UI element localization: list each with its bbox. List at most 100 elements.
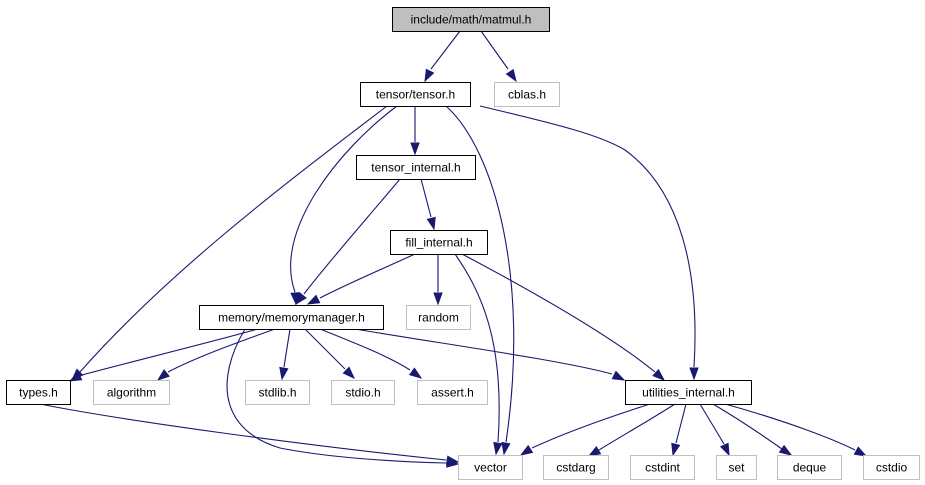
edge-fill-internal-to-memorymanager <box>306 253 416 305</box>
arrowhead <box>853 446 868 457</box>
arrowhead <box>689 367 699 381</box>
edge-line <box>303 178 401 295</box>
node-label: cstdio <box>876 461 908 475</box>
arrowhead <box>587 446 602 457</box>
node-label: fill_internal.h <box>405 236 472 250</box>
node-types[interactable]: types.h <box>6 380 71 405</box>
node-cstdint: cstdint <box>630 455 695 480</box>
node-box <box>93 380 170 405</box>
edge-tensor-to-types <box>70 105 388 382</box>
node-box <box>458 455 523 480</box>
arrowhead <box>501 441 511 456</box>
node-tensor[interactable]: tensor/tensor.h <box>360 82 471 107</box>
node-box <box>392 7 550 32</box>
edge-line <box>479 105 696 368</box>
node-label: set <box>728 461 745 475</box>
node-cstdarg: cstdarg <box>543 455 609 480</box>
node-box <box>356 155 476 180</box>
node-box <box>494 82 560 107</box>
edge-line <box>712 403 783 450</box>
arrowhead <box>519 444 534 456</box>
arrowhead <box>426 216 436 231</box>
arrowhead <box>295 292 307 306</box>
edge-utilities-internal-to-cstdint <box>671 403 687 457</box>
edge-memorymanager-to-stdio <box>304 328 356 380</box>
edge-line <box>454 253 500 443</box>
node-box <box>360 82 471 107</box>
node-memorymanager[interactable]: memory/memorymanager.h <box>199 305 384 330</box>
arrowhead <box>433 292 443 306</box>
node-set: set <box>716 455 757 480</box>
edge-line <box>304 328 346 370</box>
node-box <box>716 455 757 480</box>
node-box <box>390 230 488 255</box>
node-label: cblas.h <box>508 88 546 102</box>
arrowhead <box>719 442 730 457</box>
edge-fill-internal-to-random <box>433 254 443 306</box>
edge-line <box>319 328 411 371</box>
edge-line <box>461 253 656 373</box>
node-algorithm: algorithm <box>93 380 170 405</box>
node-stdio: stdio.h <box>331 380 395 405</box>
edge-tensor-to-vector <box>445 105 515 456</box>
edge-fill-internal-to-vector <box>454 253 503 456</box>
node-label: include/math/matmul.h <box>411 13 532 27</box>
edge-fill-internal-to-utilities-internal <box>461 253 666 381</box>
node-utilities-internal[interactable]: utilities_internal.h <box>625 380 752 405</box>
edge-line <box>81 328 259 376</box>
edge-line <box>724 403 856 451</box>
arrowhead <box>671 442 681 457</box>
edge-memorymanager-to-algorithm <box>156 328 276 381</box>
edge-tensor-internal-to-fill-internal <box>420 178 436 231</box>
node-label: tensor/tensor.h <box>376 88 455 102</box>
edge-tensor-to-utilities-internal <box>479 105 699 381</box>
edge-tensor-to-tensor-internal <box>410 106 420 156</box>
edge-line <box>420 178 432 218</box>
node-fill-internal[interactable]: fill_internal.h <box>390 230 488 255</box>
arrowhead <box>68 371 83 382</box>
node-label: vector <box>474 461 507 475</box>
edge-utilities-internal-to-cstdio <box>724 403 868 457</box>
edge-line <box>531 403 651 449</box>
arrowhead <box>342 366 356 380</box>
edge-line <box>167 328 276 373</box>
node-tensor-internal[interactable]: tensor_internal.h <box>356 155 476 180</box>
node-assert: assert.h <box>417 380 488 405</box>
edge-line <box>226 328 447 464</box>
node-cstdio: cstdio <box>863 455 920 480</box>
arrowhead <box>410 142 420 156</box>
node-label: utilities_internal.h <box>642 386 735 400</box>
dependency-edges <box>39 30 868 468</box>
dependency-nodes: include/math/matmul.h tensor/tensor.h cbla… <box>6 7 920 480</box>
edge-tensor-to-memorymanager <box>290 105 398 306</box>
node-box <box>406 305 471 330</box>
edge-line <box>445 105 515 443</box>
arrowhead <box>652 368 666 381</box>
node-box <box>245 380 310 405</box>
node-label: stdlib.h <box>258 386 296 400</box>
node-random: random <box>406 305 471 330</box>
node-label: random <box>418 311 459 325</box>
arrowhead <box>445 455 460 465</box>
edge-matmul-to-cblas <box>480 30 517 83</box>
arrowhead <box>156 369 170 381</box>
node-box <box>630 455 695 480</box>
node-matmul[interactable]: include/math/matmul.h <box>392 7 550 32</box>
node-stdlib: stdlib.h <box>245 380 310 405</box>
node-box <box>863 455 920 480</box>
node-box <box>777 455 842 480</box>
edge-memorymanager-to-assert <box>319 328 423 379</box>
edge-line <box>675 403 687 444</box>
node-label: cstdint <box>645 461 680 475</box>
edge-utilities-internal-to-deque <box>712 403 793 456</box>
edge-memorymanager-to-types <box>68 328 259 382</box>
node-cblas: cblas.h <box>494 82 560 107</box>
edge-utilities-internal-to-vector <box>519 403 651 456</box>
node-label: deque <box>793 461 827 475</box>
node-box <box>331 380 395 405</box>
node-vector: vector <box>458 455 523 480</box>
arrowhead <box>306 294 321 305</box>
arrowhead <box>408 367 423 379</box>
arrowhead <box>778 444 793 456</box>
